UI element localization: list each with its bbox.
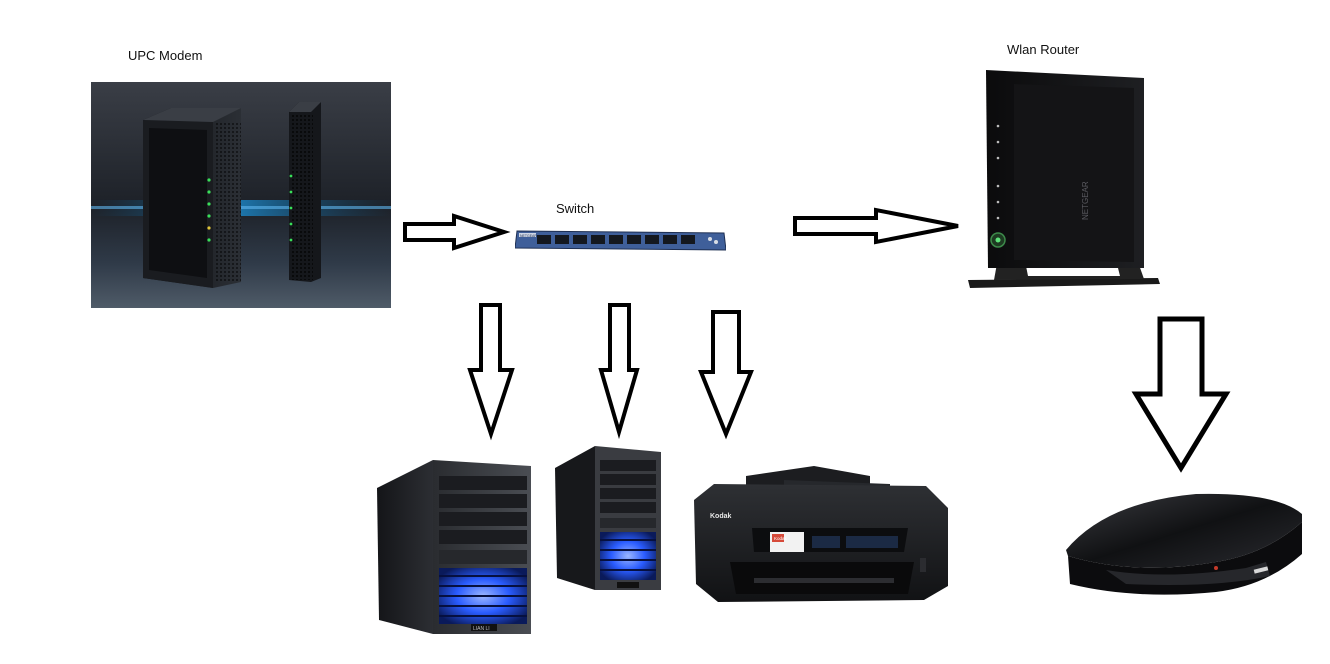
arrow-switch-to-printer — [698, 310, 754, 440]
printer-screen-text: Kodak — [774, 536, 788, 541]
router-brand-text: NETGEAR — [1081, 181, 1090, 220]
switch-label: Switch — [556, 201, 595, 216]
switch-image: NETGEAR — [515, 229, 726, 252]
printer-image: Kodak Kodak — [694, 466, 950, 606]
router-label: Wlan Router — [1007, 42, 1080, 57]
arrow-switch-to-pc-2 — [598, 303, 640, 440]
pc-2-image — [555, 446, 663, 592]
modem-image — [91, 82, 391, 308]
pc-1-brand-text: LIAN LI — [473, 626, 490, 632]
printer-brand-text: Kodak — [710, 513, 732, 520]
arrow-switch-to-pc-1 — [467, 303, 515, 441]
router-image: NETGEAR — [968, 66, 1160, 290]
modem-label: UPC Modem — [128, 48, 203, 63]
arrow-switch-to-router — [793, 207, 959, 245]
arrow-router-to-console — [1131, 316, 1231, 473]
switch-brand-text: NETGEAR — [520, 234, 537, 238]
arrow-modem-to-switch — [403, 213, 511, 251]
game-console-image — [1066, 492, 1304, 600]
pc-1-image: LIAN LI — [375, 458, 541, 636]
